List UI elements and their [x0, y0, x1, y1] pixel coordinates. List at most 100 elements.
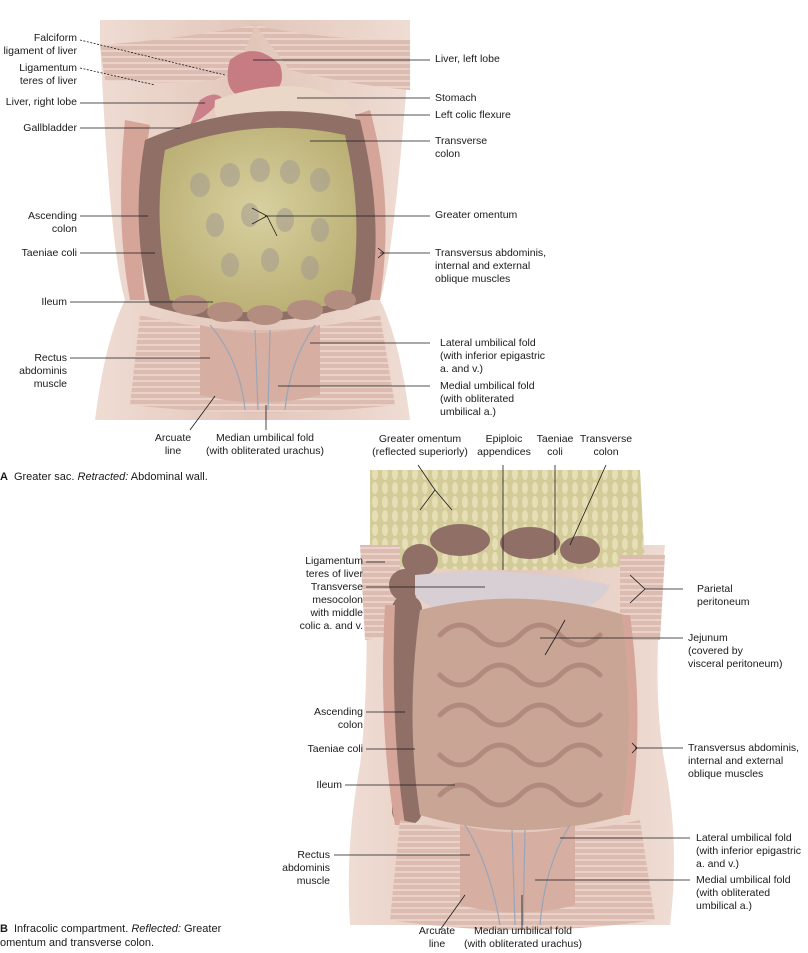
label-line: Falciform	[33, 32, 77, 44]
label-line: Taeniae	[536, 433, 574, 445]
label-rectus-abdominis: Rectus abdominis muscle	[282, 849, 330, 888]
label-lateral-umbilical-fold: Lateral umbilical fold (with inferior ep…	[696, 832, 801, 871]
label-line: Ileum	[316, 779, 342, 791]
label-line: Taeniae coli	[21, 247, 77, 259]
caption-text: Abdominal wall.	[130, 471, 208, 483]
panel-a: Falciform ligament of liver Ligamentum t…	[0, 0, 808, 483]
caption-italic: Reflected:	[131, 923, 181, 935]
label-taeniae-coli: Taeniae coli	[308, 743, 363, 756]
label-line: (with obliterated urachus)	[206, 445, 324, 457]
label-line: Transverse	[435, 135, 488, 147]
label-ascending-colon: Ascending colon	[314, 706, 363, 732]
label-arcuate-line: Arcuate line	[148, 432, 198, 458]
label-line: Epiploic	[485, 433, 523, 445]
label-line: (with obliterated	[696, 887, 771, 899]
label-line: internal and external	[688, 755, 784, 767]
label-line: Greater omentum	[435, 209, 518, 221]
label-line: peritoneum	[697, 596, 750, 608]
label-line: Gallbladder	[23, 122, 77, 134]
label-line: with middle	[310, 607, 363, 619]
label-ligamentum-teres: Ligamentum teres of liver	[305, 555, 363, 581]
label-line: Ligamentum	[305, 555, 363, 567]
label-line: Medial umbilical fold	[696, 874, 791, 886]
caption-b: B Infracolic compartment. Reflected: Grea…	[0, 922, 260, 950]
label-line: Taeniae coli	[307, 743, 363, 755]
label-line: umbilical a.)	[696, 900, 753, 912]
label-line: Median umbilical fold	[473, 925, 573, 937]
label-line: oblique muscles	[688, 768, 764, 780]
label-line: colon	[337, 719, 363, 731]
label-line: oblique muscles	[435, 273, 511, 285]
label-line: colic a. and v.	[299, 620, 363, 632]
label-ligamentum-teres: Ligamentum teres of liver	[19, 62, 77, 88]
label-ascending-colon: Ascending colon	[28, 210, 77, 236]
label-line: Lateral umbilical fold	[696, 832, 792, 844]
label-line: Ileum	[41, 296, 67, 308]
label-falciform-ligament: Falciform ligament of liver	[3, 32, 77, 58]
label-line: coli	[547, 446, 563, 458]
caption-text: Infracolic compartment.	[13, 923, 129, 935]
label-liver-left-lobe: Liver, left lobe	[435, 53, 500, 66]
label-arcuate-line: Arcuate line	[412, 925, 462, 951]
label-gallbladder: Gallbladder	[23, 122, 77, 135]
label-line: Ascending	[313, 706, 363, 718]
figure-letter: B	[0, 923, 8, 935]
label-line: teres of liver	[305, 568, 363, 580]
label-greater-omentum: Greater omentum	[435, 209, 517, 222]
label-line: (with inferior epigastric	[696, 845, 802, 857]
label-line: Rectus	[297, 849, 330, 861]
label-line: colon	[51, 223, 77, 235]
label-line: colon	[435, 148, 461, 160]
label-line: (covered by	[688, 645, 743, 657]
label-line: internal and external	[435, 260, 531, 272]
label-line: Greater omentum	[378, 433, 462, 445]
label-line: Ligamentum	[19, 62, 77, 74]
label-epiploic-appendices: Epiploic appendices	[475, 433, 533, 459]
label-line: Parietal	[697, 583, 733, 595]
caption-text: Greater sac.	[13, 471, 75, 483]
caption-text: Greater omentum and transverse colon.	[0, 923, 222, 949]
label-line: Stomach	[435, 92, 477, 104]
label-line: Jejunum	[688, 632, 728, 644]
panel-b: Greater omentum (reflected superiorly) E…	[0, 425, 808, 953]
label-line: Left colic flexure	[435, 109, 511, 121]
label-line: muscle	[296, 875, 330, 887]
caption-italic: Retracted:	[77, 471, 129, 483]
label-greater-omentum-reflected: Greater omentum (reflected superiorly)	[360, 433, 480, 459]
label-line: Arcuate	[418, 925, 456, 937]
label-liver-right-lobe: Liver, right lobe	[6, 96, 77, 109]
label-line: Transverse	[579, 433, 633, 445]
label-taeniae-coli: Taeniae coli	[22, 247, 77, 260]
label-parietal-peritoneum: Parietal peritoneum	[697, 583, 750, 609]
label-line: teres of liver	[19, 75, 77, 87]
label-median-umbilical-fold: Median umbilical fold (with obliterated …	[458, 925, 588, 951]
label-left-colic-flexure: Left colic flexure	[435, 109, 511, 122]
label-median-umbilical-fold: Median umbilical fold (with obliterated …	[200, 432, 330, 458]
label-line: Rectus	[34, 352, 67, 364]
label-line: ligament of liver	[3, 45, 77, 57]
label-ileum: Ileum	[316, 779, 342, 792]
label-line: Lateral umbilical fold	[440, 337, 536, 349]
label-taeniae-coli-top: Taeniae coli	[533, 433, 577, 459]
label-line: colon	[593, 446, 619, 458]
label-line: line	[428, 938, 446, 950]
label-medial-umbilical-fold: Medial umbilical fold (with obliterated …	[440, 380, 535, 419]
label-line: appendices	[477, 446, 531, 458]
label-line: abdominis	[282, 862, 330, 874]
label-line: Ascending	[27, 210, 77, 222]
label-line: (with obliterated urachus)	[464, 938, 582, 950]
label-transversus-abdominis: Transversus abdominis, internal and exte…	[435, 247, 546, 286]
label-line: Medial umbilical fold	[440, 380, 535, 392]
label-line: Liver, left lobe	[435, 53, 500, 65]
label-line: line	[164, 445, 182, 457]
label-line: Median umbilical fold	[215, 432, 315, 444]
label-jejunum: Jejunum (covered by visceral peritoneum)	[688, 632, 783, 671]
label-line: Transverse	[310, 581, 363, 593]
label-ileum: Ileum	[41, 296, 67, 309]
label-line: Arcuate	[154, 432, 192, 444]
label-line: abdominis	[19, 365, 67, 377]
label-line: Liver, right lobe	[5, 96, 77, 108]
label-line: visceral peritoneum)	[688, 658, 783, 670]
label-rectus-abdominis: Rectus abdominis muscle	[19, 352, 67, 391]
